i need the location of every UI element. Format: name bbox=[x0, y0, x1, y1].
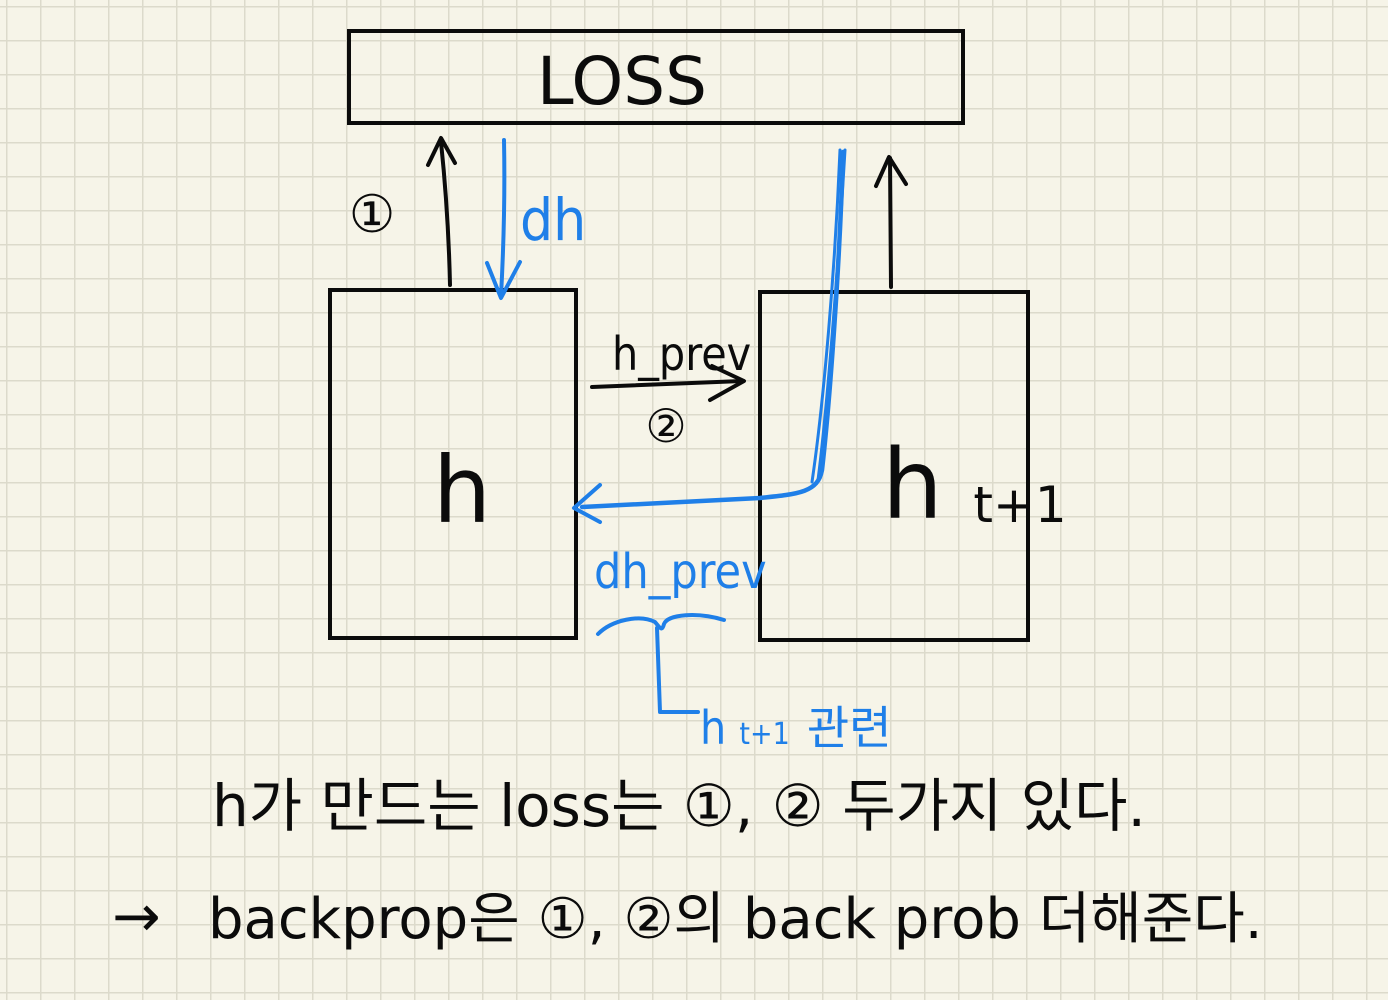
loss-label: LOSS bbox=[537, 43, 707, 120]
forward-arrow-1 bbox=[426, 136, 457, 287]
grad-dh-arrow bbox=[485, 138, 522, 300]
h-next-box-subscript: t+1 bbox=[973, 476, 1066, 534]
dh-prev-label: dh_prev bbox=[594, 544, 767, 600]
forward-step-1-label: ① bbox=[349, 185, 396, 245]
h-prev-arrow bbox=[590, 364, 746, 402]
relation-note-suffix: 관련 bbox=[807, 701, 892, 755]
relation-note-subscript: t+1 bbox=[739, 717, 789, 752]
h-next-box-label: h bbox=[882, 429, 943, 541]
loss-box: LOSS bbox=[347, 29, 965, 125]
forward-step-2-label: ② bbox=[645, 399, 686, 453]
h-box-label: h bbox=[433, 437, 491, 544]
relation-note: h bbox=[700, 701, 726, 755]
svg-text:h t+1 관련: h t+1 관련 bbox=[700, 701, 892, 755]
grad-dh-prev-arrow bbox=[572, 148, 847, 524]
svg-text:h t+1: h t+1 bbox=[882, 429, 1067, 541]
note-line-2-arrow: → bbox=[112, 882, 161, 950]
h-next-box: h t+1 bbox=[758, 290, 1067, 642]
h-box: h bbox=[328, 288, 578, 640]
grad-dh-label: dh bbox=[520, 186, 586, 254]
dh-prev-brace bbox=[596, 613, 726, 714]
note-line-1: h가 만드는 loss는 ①, ② 두가지 있다. bbox=[212, 772, 1146, 840]
forward-arrow-next bbox=[874, 155, 908, 289]
note-line-2: backprop은 ①, ②의 back prob 더해준다. bbox=[208, 887, 1263, 952]
